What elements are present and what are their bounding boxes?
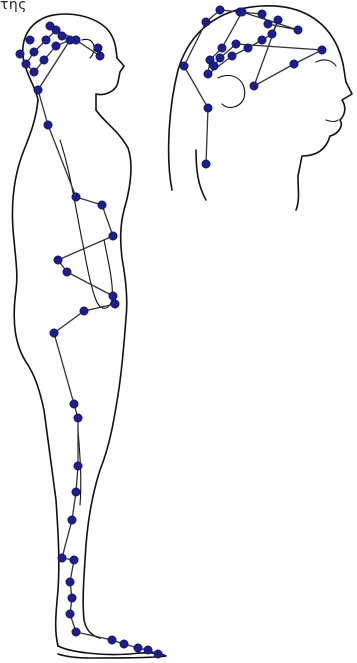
body-head-acupoint-2 [46, 22, 54, 30]
head-acupoint-20 [290, 60, 298, 68]
head-acupoint-10 [238, 8, 246, 16]
body-acupoint-25 [72, 488, 80, 496]
body-acupoint-19 [111, 300, 119, 308]
head-eye-outline [316, 60, 336, 66]
head-face-outline [296, 82, 352, 210]
body-acupoint-34 [120, 640, 128, 648]
body-acupoint-26 [68, 516, 76, 524]
head-acupoint-1 [202, 160, 210, 168]
body-acupoint-7 [30, 68, 38, 76]
body-acupoint-37 [154, 650, 162, 658]
body-acupoint-24 [74, 462, 82, 470]
head-acupoint-18 [274, 16, 282, 24]
head-acupoint-14 [228, 52, 236, 60]
head-acupoint-8 [264, 20, 272, 28]
body-head-acupoint-1 [26, 36, 34, 44]
body-acupoint-6 [22, 60, 30, 68]
body-head-acupoint-4 [58, 32, 66, 40]
body-arm-outline [60, 140, 112, 308]
head-acupoint-22 [232, 40, 240, 48]
body-acupoint-29 [66, 578, 74, 586]
head-acupoint-21 [318, 46, 326, 54]
body-front-outline [83, 110, 131, 638]
body-acupoint-30 [68, 594, 76, 602]
body-acupoint-4 [42, 36, 50, 44]
body-acupoint-28 [70, 556, 78, 564]
head-back-outline [169, 6, 346, 190]
body-acupoint-32 [72, 628, 80, 636]
body-acupoint-36 [144, 646, 152, 654]
body-acupoint-9 [52, 42, 60, 50]
head-acupoint-7 [258, 10, 266, 18]
head-acupoint-3 [180, 62, 188, 70]
head-acupoint-15 [244, 44, 252, 52]
head-acupoint-13 [204, 70, 212, 78]
head-neck-outline [196, 150, 206, 200]
head-acupoint-17 [268, 30, 276, 38]
body-acupoint-31 [66, 610, 74, 618]
body-acupoint-8 [40, 56, 48, 64]
body-acupoint-33 [108, 636, 116, 644]
head-acupoint-19 [250, 82, 258, 90]
body-acupoint-27 [58, 554, 66, 562]
body-head-acupoint-5 [16, 50, 24, 58]
body-acupoint-18 [109, 292, 117, 300]
head-acupoint-11 [218, 44, 226, 52]
body-acupoint-15 [109, 232, 117, 240]
body-acupoint-11 [34, 86, 42, 94]
body-head-acupoint-3 [94, 44, 102, 52]
head-acupoint-9 [294, 26, 302, 34]
body-acupoint-5 [30, 48, 38, 56]
head-acupoint-5 [216, 6, 224, 14]
body-acupoint-20 [80, 307, 88, 315]
body-acupoint-23 [74, 414, 82, 422]
head-mouth-outline [326, 120, 338, 122]
head-acupoint-2 [204, 104, 212, 112]
body-back-outline [12, 100, 58, 646]
body-acupoint-1 [96, 52, 104, 60]
body-acupoint-14 [98, 201, 106, 209]
head-acupoint-23 [216, 54, 224, 62]
body-acupoint-12 [44, 121, 52, 129]
head-acupoint-16 [258, 36, 266, 44]
body-acupoint-22 [70, 400, 78, 408]
caption-text: της [0, 0, 27, 13]
body-acupoint-21 [50, 329, 58, 337]
head-acupoint-24 [210, 62, 218, 70]
body-acupoint-16 [54, 256, 62, 264]
head-ear-outline [218, 75, 245, 107]
head-acupoint-4 [202, 18, 210, 26]
body-figure [12, 14, 166, 658]
body-acupoint-17 [63, 268, 71, 276]
body-acupoint-10 [66, 36, 74, 44]
body-acupoint-35 [134, 644, 142, 652]
body-acupoint-13 [72, 193, 80, 201]
